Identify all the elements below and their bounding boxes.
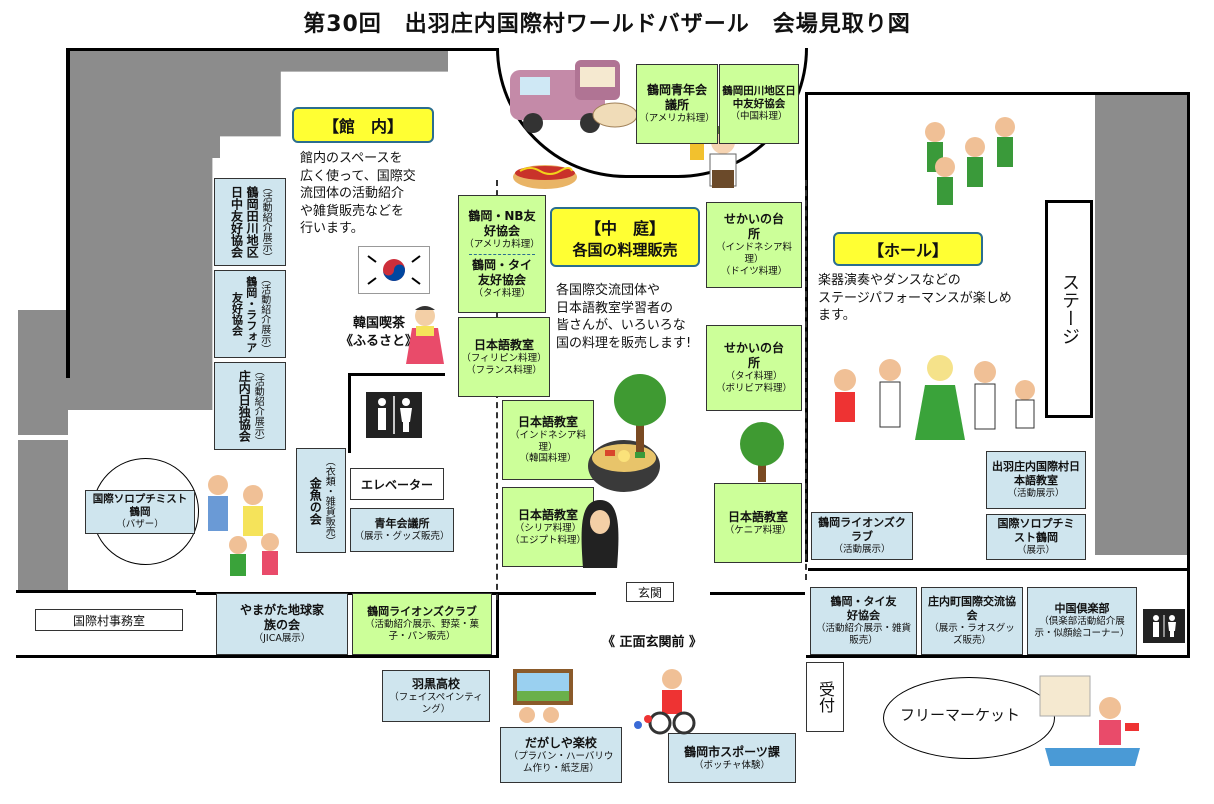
- booth-soroptimist-hall[interactable]: 国際ソロプチミスト鶴岡 （展示）: [986, 514, 1086, 560]
- restroom-icon: [360, 385, 428, 445]
- booth-nihongo-kenya[interactable]: 日本語教室 （ケニア料理）: [714, 483, 802, 563]
- booth-nihongo-syria[interactable]: 日本語教室 （シリア料理） （エジプト料理）: [502, 487, 594, 567]
- wall: [805, 92, 1190, 95]
- wall: [808, 568, 1188, 571]
- performers-icon: [834, 355, 1035, 440]
- divider: [469, 253, 535, 255]
- hotdog-icon: [513, 165, 577, 189]
- booth-tagawa-chu[interactable]: 鶴岡田川地区日中友好協会 （中国料理）: [719, 64, 799, 144]
- structure-block: [1095, 95, 1187, 555]
- reception: 受付: [806, 662, 844, 732]
- booth-laos-v[interactable]: 鶴岡・ラフォア友好協会 （活動紹介展示）: [214, 270, 286, 358]
- zone-kannai-desc: 館内のスペースを 広く使って、国際交 流団体の活動紹介 や雑貨販売などを 行いま…: [300, 151, 416, 237]
- tree-icon: [614, 374, 666, 452]
- booth-tai-bottom[interactable]: 鶴岡・タイ友好協会 （活動紹介展示・雑貨販売）: [810, 587, 917, 655]
- booth-nihongo-indo[interactable]: 日本語教室 （インドネシア料理） （韓国料理）: [502, 400, 594, 480]
- wall: [16, 655, 496, 658]
- wall: [496, 592, 499, 658]
- kankoku-cafe-label: 韓国喫茶 《ふるさと》: [340, 316, 419, 349]
- dancers-icon: [925, 117, 1015, 205]
- family-icon: [208, 475, 279, 576]
- wall: [350, 373, 445, 376]
- booth-lions-hall[interactable]: 鶴岡ライオンズクラブ （活動展示）: [811, 512, 913, 560]
- booth-sekai2[interactable]: せかいの台所 （タイ料理） （ボリビア料理）: [706, 325, 802, 411]
- booth-nb-tai[interactable]: 鶴岡・NB友好協会 （アメリカ料理） 鶴岡・タイ友好協会 （タイ料理）: [458, 195, 546, 313]
- booth-nihongo-phil[interactable]: 日本語教室 （フィリピン料理） （フランス料理）: [458, 317, 550, 397]
- office-room: 国際村事務室: [35, 609, 183, 631]
- elevator: エレベーター: [350, 468, 444, 500]
- booth-lions-kannai[interactable]: 鶴岡ライオンズクラブ （活動紹介展示、野菜・菓子・パン販売）: [352, 593, 492, 655]
- structure-block: [18, 310, 68, 435]
- flea-market-label: フリーマーケット: [900, 706, 1021, 724]
- korea-flag-icon: [358, 246, 430, 294]
- page-title: 第30回 出羽庄内国際村ワールドバザール 会場見取り図: [303, 12, 911, 37]
- wall: [66, 48, 70, 378]
- wall: [710, 592, 805, 595]
- courtyard-outline: [805, 180, 807, 580]
- food-truck-icon: [510, 60, 638, 133]
- structure-block: [18, 440, 68, 590]
- booth-sekai1[interactable]: せかいの台所 （インドネシア料理） （ドイツ料理）: [706, 202, 802, 288]
- booth-chugoku[interactable]: 中国倶楽部 （倶楽部活動紹介展示・似顔絵コーナー）: [1027, 587, 1137, 655]
- zone-nakaniwa-label: 【中 庭】 各国の料理販売: [550, 207, 700, 267]
- stage: ステージ: [1045, 200, 1093, 418]
- genkan-label: 玄関: [626, 582, 674, 602]
- booth-dagashi[interactable]: だがしや楽校 （プラバン・ハーバリウム作り・紙芝居）: [500, 727, 622, 783]
- booth-soroptimist-kannai[interactable]: 国際ソロプチミスト鶴岡 （バザー）: [85, 490, 195, 534]
- booth-tagawa-v[interactable]: 鶴岡田川地区日中友好協会 （活動紹介展示）: [214, 178, 286, 266]
- restroom-icon: [366, 392, 422, 438]
- booth-haguro[interactable]: 羽黒高校 （フェイスペインティング）: [382, 670, 490, 722]
- boccia-icon: [634, 669, 696, 735]
- booth-sports[interactable]: 鶴岡市スポーツ課 （ボッチャ体験）: [668, 733, 796, 783]
- flea-market-area: [883, 677, 1055, 759]
- zone-hall-desc: 楽器演奏やダンスなどの ステージパフォーマンスが楽しめ ます。: [818, 273, 1012, 324]
- painting-icon: [513, 669, 573, 723]
- person-hanbok-icon: [406, 306, 444, 364]
- zone-nakaniwa-desc: 各国際交流団体や 日本語教室学習者の 皆さんが、いろいろな 国の料理を販売します…: [556, 283, 692, 351]
- zone-hall-label: 【ホール】: [833, 232, 983, 266]
- wall: [496, 592, 596, 595]
- tree-icon: [740, 422, 784, 482]
- booth-seinen-kannai[interactable]: 青年会議所 （展示・グッズ販売）: [350, 508, 454, 552]
- booth-yamagata[interactable]: やまがた地球家族の会 （JICA展示）: [216, 593, 348, 655]
- person-hijab-icon: [581, 500, 619, 568]
- booth-dewa-nihongo[interactable]: 出羽庄内国際村日本語教室 （活動展示）: [986, 451, 1086, 509]
- booth-shonai-kokusai[interactable]: 庄内町国際交流協会 （展示・ラオスグッズ販売）: [921, 587, 1023, 655]
- flea-market-icon: [1039, 675, 1140, 766]
- wall: [806, 655, 1190, 658]
- restroom-icon: [1143, 609, 1185, 643]
- booth-doitsu-v[interactable]: 庄内日独協会 （活動紹介展示）: [214, 362, 286, 450]
- wall: [1187, 92, 1190, 657]
- restroom-icon: [1153, 615, 1176, 637]
- wall: [16, 590, 196, 593]
- zone-kannai-label: 【館 内】: [292, 107, 434, 143]
- wall: [66, 48, 496, 51]
- front-entrance-label: 《 正面玄関前 》: [602, 635, 703, 650]
- booth-seinen-top[interactable]: 鶴岡青年会議所 （アメリカ料理）: [636, 64, 718, 144]
- booth-kingyo-v[interactable]: 金魚の会 （衣類・雑貨販売）: [296, 448, 346, 553]
- wall: [348, 373, 351, 453]
